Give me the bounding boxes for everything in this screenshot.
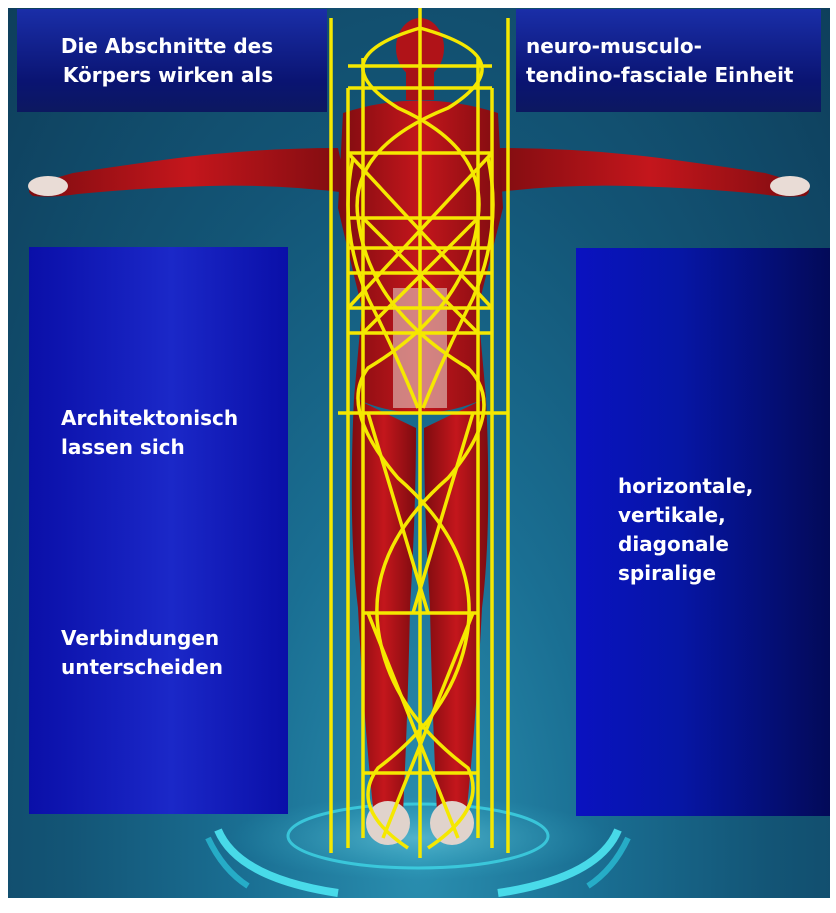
panel-text-line: Die Abschnitte des xyxy=(61,32,273,61)
panel-text-line: spiralige xyxy=(618,559,830,588)
panel-top-left: Die Abschnitte des Körpers wirken als xyxy=(17,9,327,112)
panel-text-line: horizontale, xyxy=(618,472,830,501)
left-upper-text: Architektonisch lassen sich xyxy=(61,404,288,462)
panel-top-right: neuro-musculo- tendino-fasciale Einheit xyxy=(516,9,821,112)
panel-text-line: Verbindungen xyxy=(61,624,288,653)
left-lower-text: Verbindungen unterscheiden xyxy=(61,624,288,682)
panel-right: horizontale, vertikale, diagonale spiral… xyxy=(576,248,830,816)
right-text: horizontale, vertikale, diagonale spiral… xyxy=(618,472,830,588)
panel-text-line: Architektonisch xyxy=(61,404,288,433)
panel-text-line: neuro-musculo- xyxy=(526,32,821,61)
diagram-canvas: Die Abschnitte des Körpers wirken als ne… xyxy=(8,8,830,898)
panel-text-line: diagonale xyxy=(618,530,830,559)
panel-text-line: tendino-fasciale Einheit xyxy=(526,61,821,90)
panel-text-line: vertikale, xyxy=(618,501,830,530)
panel-text-line: unterscheiden xyxy=(61,653,288,682)
panel-text-line: lassen sich xyxy=(61,433,288,462)
panel-text-line: Körpers wirken als xyxy=(61,61,273,90)
panel-left: Architektonisch lassen sich Verbindungen… xyxy=(29,247,288,814)
